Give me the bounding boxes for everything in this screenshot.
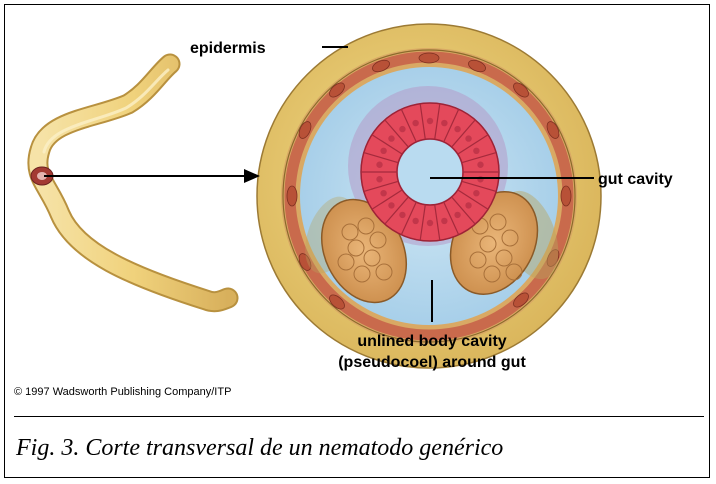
label-gut-cavity: gut cavity [598,171,673,188]
cross-section [257,24,601,368]
nematode-worm [31,64,228,302]
copyright-notice: © 1997 Wadsworth Publishing Company/ITP [14,386,231,398]
label-body-cavity-line2: (pseudocoel) around gut [338,354,526,371]
label-body-cavity-line1: unlined body cavity [357,333,506,350]
nematode-cross-section-illustration: epidermis gut cavity unlined body cavity… [0,0,716,400]
figure-caption: Fig. 3. Corte transversal de un nematodo… [14,416,704,474]
label-epidermis: epidermis [190,40,266,57]
gut [361,103,499,241]
